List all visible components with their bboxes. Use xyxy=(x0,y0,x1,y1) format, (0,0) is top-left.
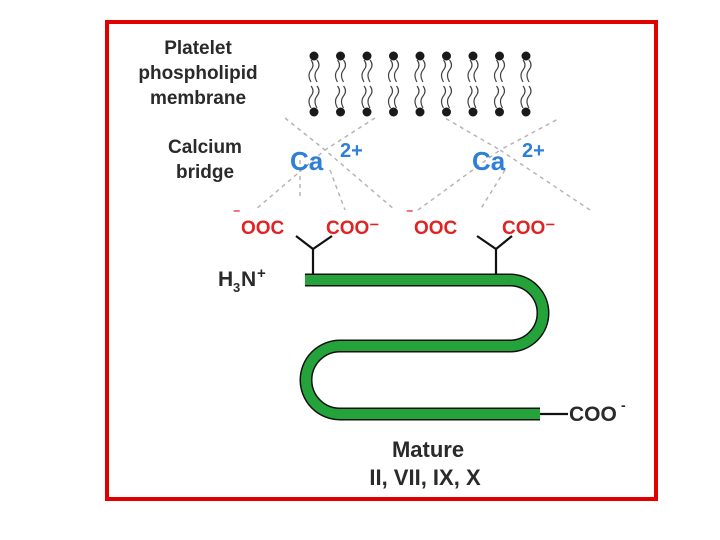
lipid-head xyxy=(442,51,451,61)
carboxyl-charge: ⁻ xyxy=(233,205,240,221)
gla-side-chains xyxy=(295,235,513,275)
calcium-bridge-lines xyxy=(254,117,591,211)
phospholipid-bilayer xyxy=(308,51,532,117)
calcium-bridge-label-line1: Calcium xyxy=(168,137,242,158)
calcium-symbol: Ca xyxy=(472,146,506,176)
lipid-tail xyxy=(393,85,400,109)
lipid-head xyxy=(309,107,319,117)
n-terminus-label: H 3 N + xyxy=(218,265,266,295)
lipid-tail xyxy=(334,85,341,109)
protein-chain xyxy=(299,273,568,421)
lipid-head xyxy=(415,51,425,61)
calcium-charge: 2+ xyxy=(522,140,545,162)
lipid-tail xyxy=(473,85,479,109)
svg-text:COO: COO xyxy=(569,403,617,426)
membrane-label-line2: phospholipid xyxy=(138,63,257,84)
calcium-ion-right: Ca 2+ xyxy=(472,140,545,176)
svg-text:3: 3 xyxy=(233,280,240,295)
lipid-tail xyxy=(420,85,426,109)
svg-text:H: H xyxy=(218,268,233,291)
lipid-tail xyxy=(414,85,420,109)
lipid-head xyxy=(336,107,345,117)
c-terminus-label: COO - xyxy=(569,397,626,426)
lipid-tail xyxy=(414,59,420,83)
carboxyl-group: COO⁻ xyxy=(502,218,555,239)
lipid-head xyxy=(309,51,319,61)
lipid-tail xyxy=(440,59,447,83)
svg-text:-: - xyxy=(621,397,626,413)
carboxyl-group: OOC xyxy=(414,218,458,239)
lipid-head xyxy=(415,107,425,117)
lipid-tail xyxy=(387,85,394,109)
carboxyl-group: COO⁻ xyxy=(326,218,379,239)
carboxyl-group: OOC xyxy=(241,218,285,239)
lipid-tail xyxy=(393,59,400,83)
lipid-tail xyxy=(367,85,373,109)
lipid-tail xyxy=(499,85,506,109)
lipid-tail xyxy=(520,85,526,109)
lipid-tail xyxy=(467,85,473,109)
svg-text:+: + xyxy=(257,265,266,282)
lipid-tail xyxy=(499,59,506,83)
lipid-tail xyxy=(420,59,426,83)
calcium-bridge-label-line2: bridge xyxy=(176,162,234,183)
lipid-tail xyxy=(526,59,532,83)
lipid-tail xyxy=(473,59,479,83)
lipid-tail xyxy=(314,59,320,83)
lipid-head xyxy=(521,51,531,61)
lipid-head xyxy=(468,51,478,61)
lipid-tail xyxy=(361,85,367,109)
lipid-tail xyxy=(493,85,500,109)
lipid-tail xyxy=(308,85,314,109)
lipid-tail xyxy=(314,85,320,109)
calcium-symbol: Ca xyxy=(290,146,324,176)
carboxyl-charge: ⁻ xyxy=(406,205,413,221)
caption-line1: Mature xyxy=(392,437,464,462)
calcium-charge: 2+ xyxy=(340,140,363,162)
membrane-label-line3: membrane xyxy=(150,88,246,109)
svg-text:N: N xyxy=(241,268,256,291)
lipid-tail xyxy=(361,59,367,83)
lipid-tail xyxy=(526,85,532,109)
lipid-tail xyxy=(520,59,526,83)
lipid-tail xyxy=(387,59,394,83)
lipid-tail xyxy=(467,59,473,83)
lipid-head xyxy=(495,51,504,61)
lipid-tail xyxy=(446,59,453,83)
lipid-tail xyxy=(440,85,447,109)
lipid-head xyxy=(468,107,478,117)
lipid-tail xyxy=(367,59,373,83)
lipid-head xyxy=(442,107,451,117)
membrane-label-line1: Platelet xyxy=(164,38,232,59)
lipid-tail xyxy=(340,85,347,109)
lipid-head xyxy=(389,51,398,61)
lipid-head xyxy=(389,107,398,117)
lipid-tail xyxy=(493,59,500,83)
calcium-ion-left: Ca 2+ xyxy=(290,140,363,176)
lipid-head xyxy=(495,107,504,117)
lipid-tail xyxy=(334,59,341,83)
lipid-head xyxy=(362,51,372,61)
red-border-frame xyxy=(105,20,658,501)
caption-line2: II, VII, IX, X xyxy=(369,465,481,490)
lipid-head xyxy=(521,107,531,117)
lipid-head xyxy=(362,107,372,117)
lipid-tail xyxy=(340,59,347,83)
lipid-tail xyxy=(446,85,453,109)
lipid-head xyxy=(336,51,345,61)
lipid-tail xyxy=(308,59,314,83)
